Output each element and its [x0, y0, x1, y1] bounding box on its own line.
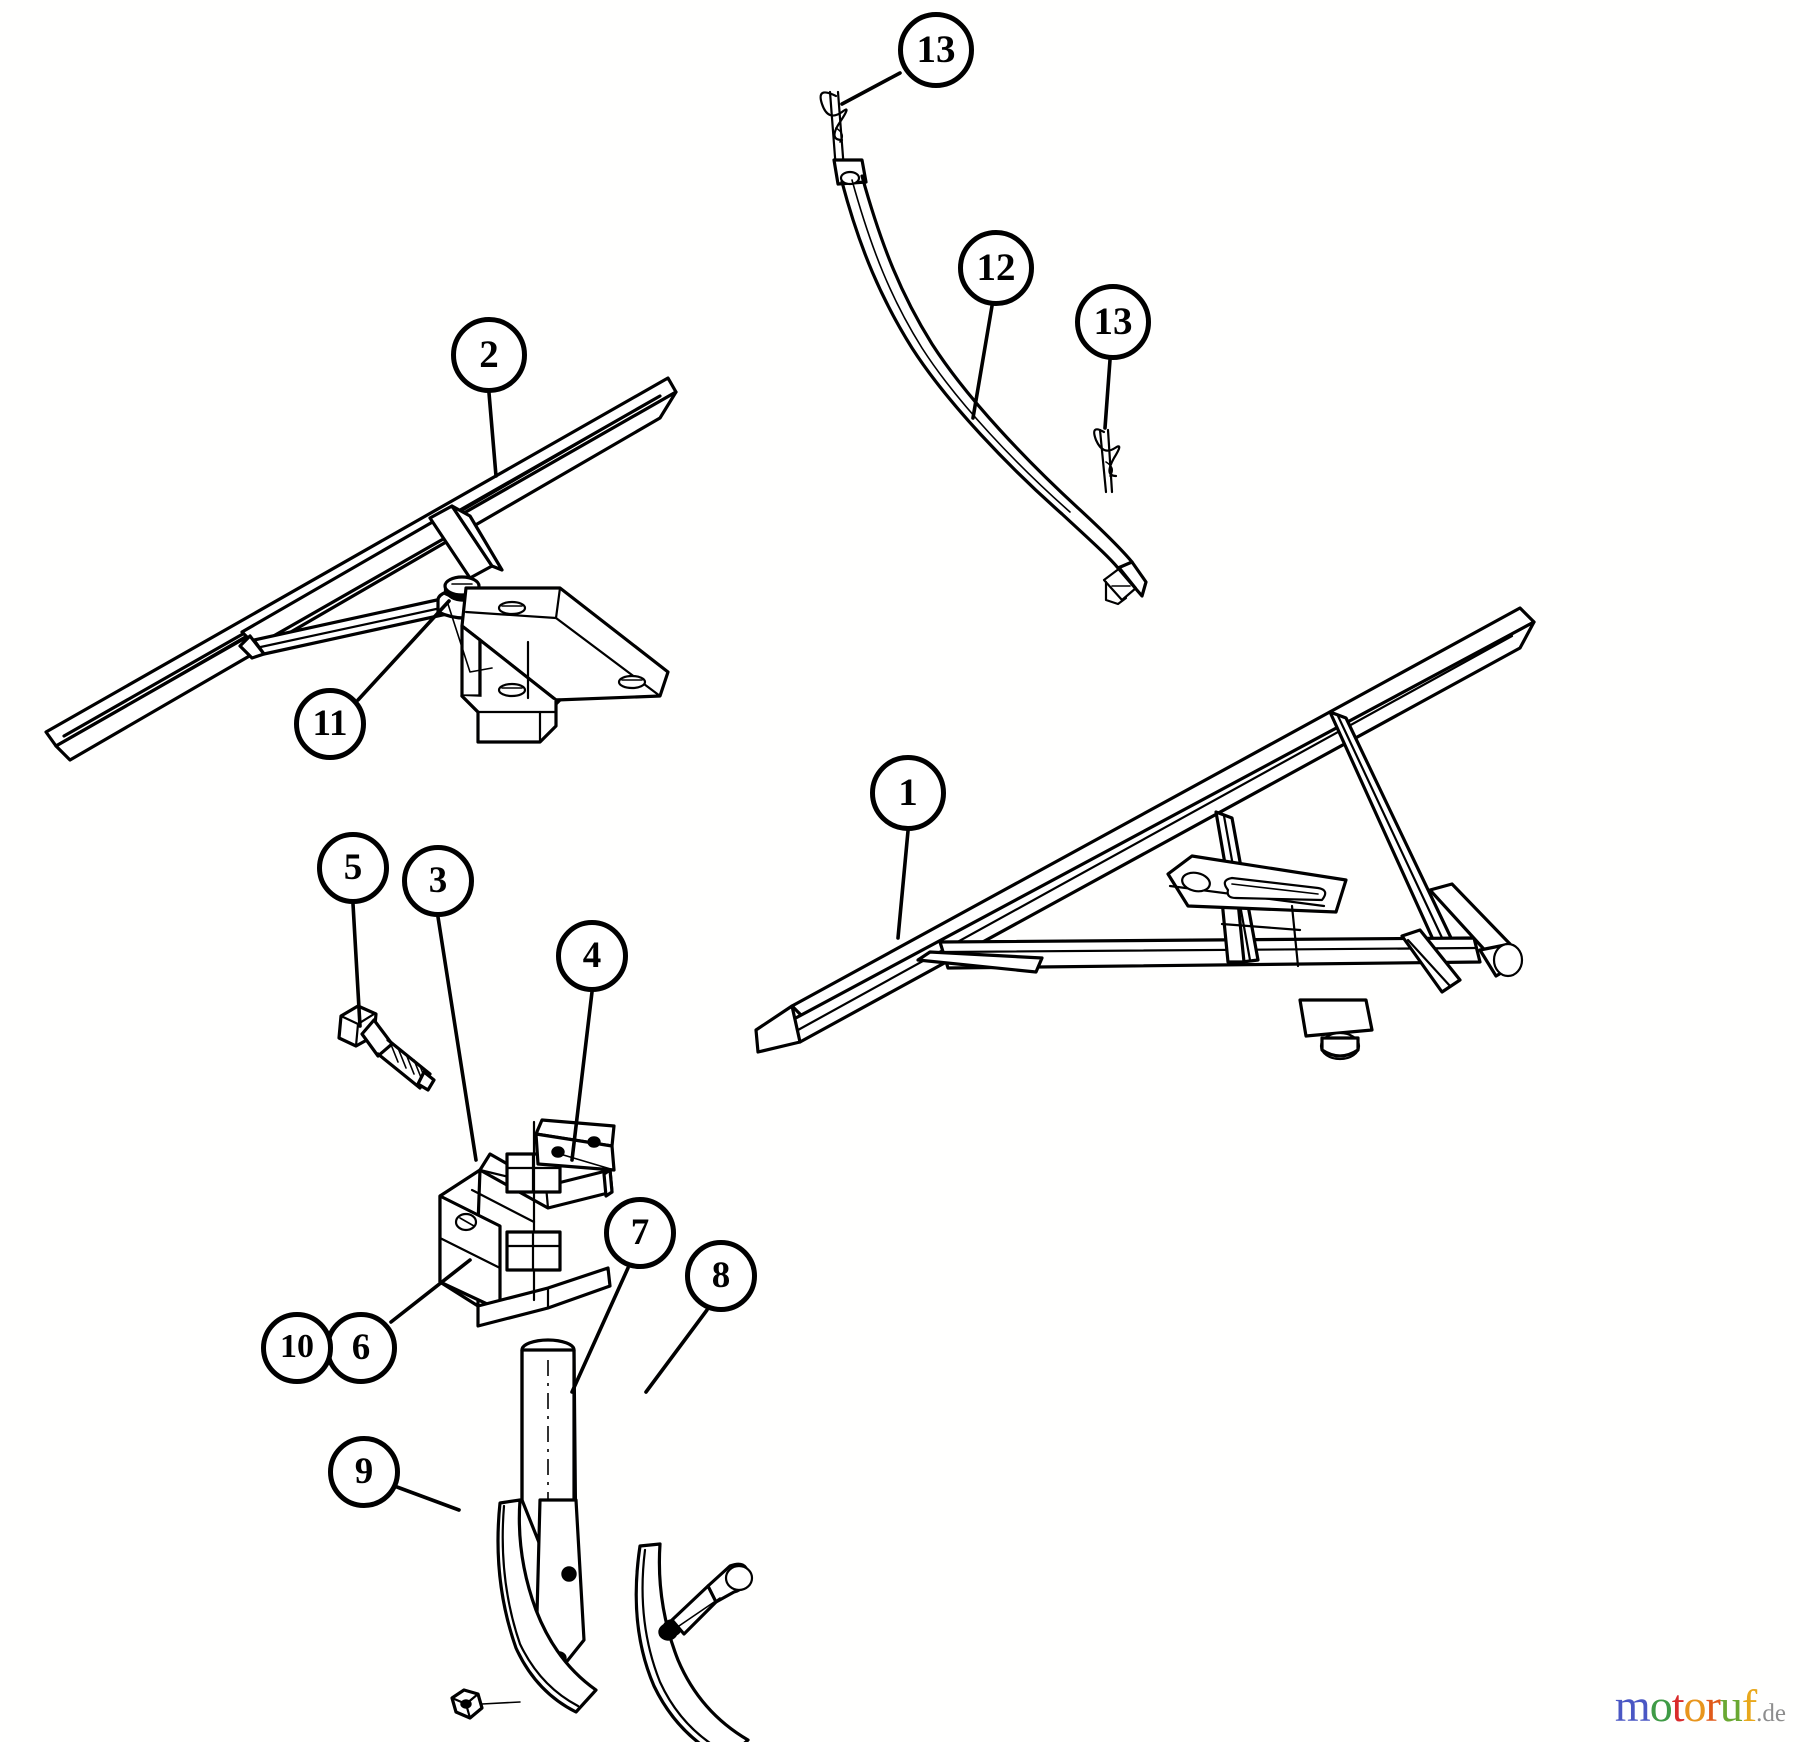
callout-label-10: 10 [280, 1328, 314, 1365]
callout-label-11: 11 [312, 702, 348, 744]
callout-label-7: 7 [630, 1211, 650, 1253]
callout-label-6: 6 [351, 1326, 371, 1368]
part-3-u-clamp-bracket [438, 1120, 614, 1328]
callout-label-2: 2 [479, 332, 499, 376]
callout-bubble-7[interactable]: 7 [604, 1197, 676, 1269]
callout-label-1: 1 [898, 770, 918, 814]
callout-label-12: 12 [976, 245, 1016, 289]
watermark-letter-t: t [1671, 1680, 1685, 1731]
part-6-shank [496, 1338, 598, 1714]
part-8-plow-bolt [662, 1562, 754, 1637]
callout-bubble-11[interactable]: 11 [294, 688, 366, 760]
watermark-letter-u: u [1719, 1680, 1743, 1731]
part-9-lock-nut [450, 1688, 521, 1720]
watermark-letter-o1: o [1649, 1680, 1673, 1731]
part-13-hairpin-cotter-second [1093, 428, 1121, 494]
watermark-letter-m: m [1614, 1680, 1651, 1731]
callout-bubble-13-second[interactable]: 13 [1075, 284, 1151, 360]
callout-bubble-6[interactable]: 6 [325, 1312, 397, 1384]
callout-bubble-12[interactable]: 12 [958, 230, 1034, 306]
part-12-lift-rod [832, 158, 1148, 606]
watermark-letter-r: r [1705, 1680, 1720, 1731]
callout-bubble-3[interactable]: 3 [402, 845, 474, 917]
square-nut-lower [505, 1230, 562, 1272]
callout-label-8: 8 [711, 1254, 731, 1296]
callout-bubble-13-top[interactable]: 13 [898, 12, 974, 88]
callout-bubble-9[interactable]: 9 [328, 1436, 400, 1508]
part-2-mounting-bracket [447, 586, 670, 744]
callout-bubble-8[interactable]: 8 [685, 1240, 757, 1312]
callout-bubble-4[interactable]: 4 [556, 920, 628, 992]
callout-label-13-top: 13 [916, 27, 956, 71]
watermark-letter-o2: o [1683, 1680, 1706, 1731]
watermark-suffix: .de [1756, 1700, 1786, 1727]
part-5-hex-bolt [337, 1004, 436, 1092]
callout-bubble-10[interactable]: 10 [261, 1312, 333, 1384]
watermark-letter-f: f [1741, 1680, 1757, 1731]
callout-bubble-5[interactable]: 5 [317, 832, 389, 904]
callout-label-3: 3 [428, 859, 448, 901]
callout-label-5: 5 [343, 846, 363, 888]
site-watermark: motoruf.de [1615, 1679, 1786, 1732]
part-2-blade-with-brace [44, 376, 678, 762]
callout-label-4: 4 [582, 934, 602, 976]
part-1-main-frame [754, 606, 1536, 1061]
part-13-hairpin-cotter-top [819, 90, 848, 172]
callout-label-13-second: 13 [1093, 299, 1133, 343]
callout-bubble-2[interactable]: 2 [451, 317, 527, 393]
callout-label-9: 9 [354, 1450, 374, 1492]
callout-bubble-1[interactable]: 1 [870, 755, 946, 831]
callout-leader-lines [351, 71, 1112, 1512]
